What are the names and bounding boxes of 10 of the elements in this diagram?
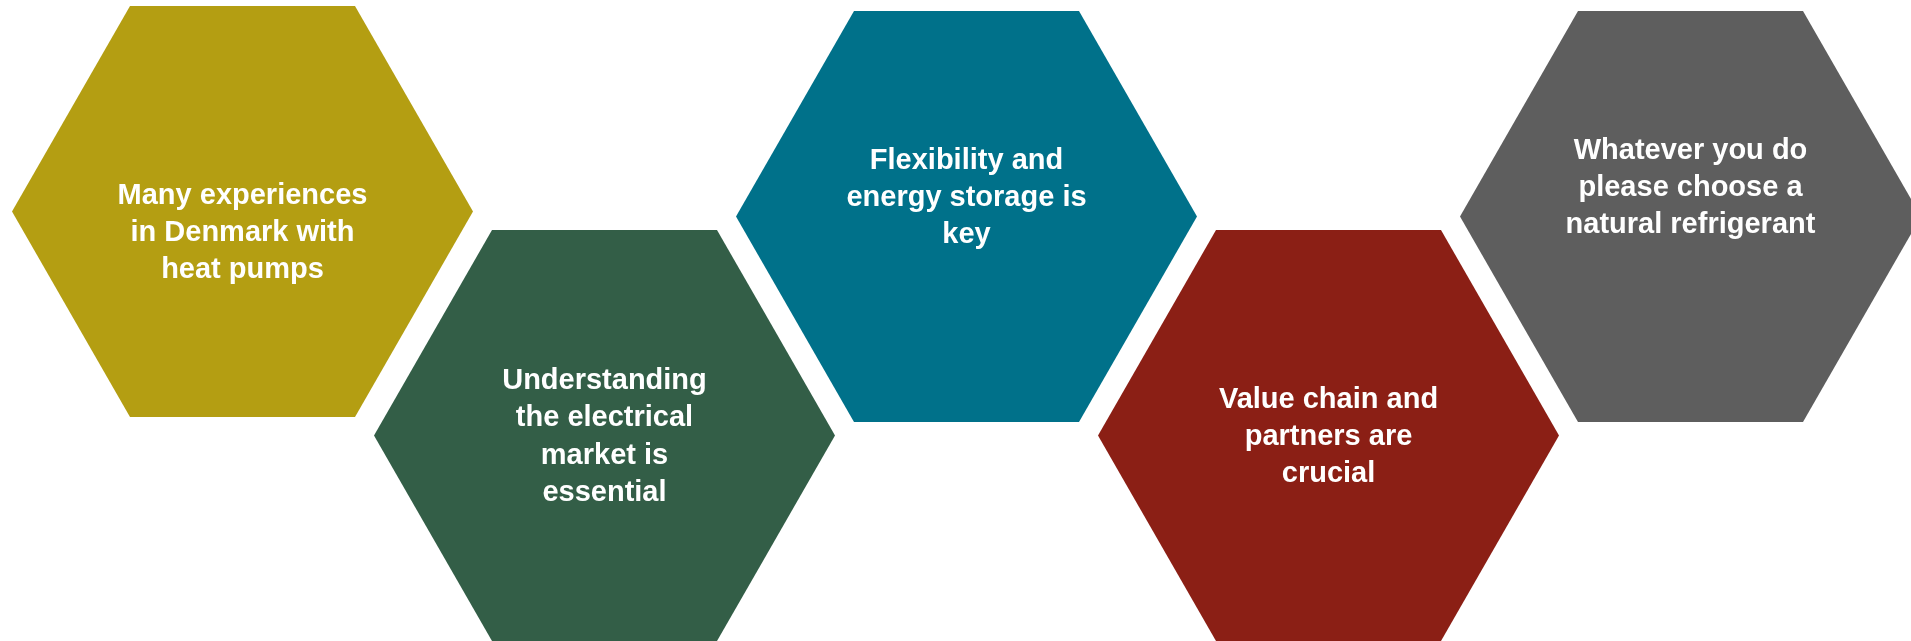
hexagon-label: Whatever you do please choose a natural refrigerant bbox=[1565, 131, 1816, 242]
hexagon bbox=[1460, 11, 1911, 422]
hexagon bbox=[374, 230, 835, 641]
hexagon-label: Flexibility and energy storage is key bbox=[845, 141, 1088, 252]
hexagon bbox=[736, 11, 1197, 422]
hexagon-label: Understanding the electrical market is essential bbox=[501, 362, 708, 509]
hexagon-label: Value chain and partners are crucial bbox=[1217, 380, 1440, 491]
hexagon bbox=[12, 6, 473, 417]
hexagon bbox=[1098, 230, 1559, 641]
hexagon-label: Many experiences in Denmark with heat pumps bbox=[117, 176, 368, 287]
